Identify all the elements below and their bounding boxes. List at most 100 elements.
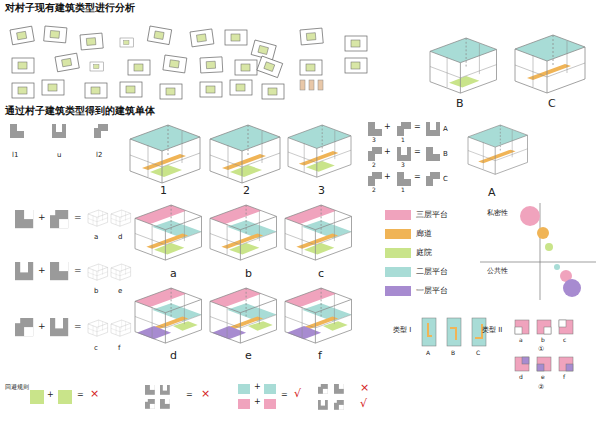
type-two bbox=[515, 320, 573, 371]
building-a-top bbox=[468, 125, 528, 174]
building-3-part bbox=[288, 125, 351, 177]
site-plans-part bbox=[12, 83, 34, 98]
label: l1 bbox=[12, 152, 18, 159]
equations-part bbox=[368, 122, 382, 136]
site-plans-part bbox=[160, 84, 182, 99]
avoid-rules-part bbox=[318, 384, 328, 394]
type-two-part bbox=[559, 357, 573, 371]
equations-part bbox=[426, 122, 440, 136]
legend-text: 二层平台 bbox=[416, 268, 448, 276]
label: 2 bbox=[372, 162, 376, 168]
privacy-chart-part bbox=[537, 227, 549, 239]
label: = bbox=[281, 391, 288, 399]
legend-swatch bbox=[385, 229, 411, 239]
label: + bbox=[254, 398, 261, 406]
site-plans-part bbox=[200, 82, 222, 97]
privacy-chart-part bbox=[554, 264, 560, 270]
label: 1 bbox=[401, 187, 405, 193]
type-two-part bbox=[515, 357, 529, 371]
site-plans-part bbox=[163, 55, 187, 73]
label: e bbox=[541, 374, 545, 380]
label: + bbox=[384, 148, 391, 156]
building-c-part bbox=[515, 35, 585, 61]
privacy-chart bbox=[480, 203, 596, 300]
label: c bbox=[318, 268, 324, 279]
label: b bbox=[94, 288, 98, 295]
label: 公共性 bbox=[487, 268, 508, 275]
label: + bbox=[47, 391, 54, 399]
site-plans-part bbox=[200, 57, 223, 73]
label: 3 bbox=[318, 185, 325, 196]
combination-rows-part bbox=[111, 320, 131, 336]
combination-rows-part bbox=[88, 264, 108, 280]
avoid-rules-part bbox=[145, 385, 155, 395]
combination-rows-part bbox=[88, 320, 108, 336]
avoid-rules-part bbox=[58, 390, 72, 404]
avoid-rules-part bbox=[264, 384, 276, 394]
label: u bbox=[57, 152, 61, 159]
site-plans-part bbox=[230, 80, 252, 95]
label: 1 bbox=[160, 185, 167, 196]
label: B bbox=[443, 151, 448, 158]
label: f bbox=[563, 374, 565, 380]
buildings-abc-part bbox=[210, 205, 277, 260]
label: = bbox=[414, 173, 421, 181]
label: c bbox=[563, 337, 566, 343]
label: A bbox=[488, 187, 496, 198]
equations-part bbox=[397, 122, 411, 136]
type-two-part bbox=[559, 320, 566, 327]
type-two-part bbox=[537, 320, 551, 334]
label: ② bbox=[538, 384, 544, 391]
type-two-part bbox=[522, 357, 529, 364]
legend-swatch bbox=[385, 267, 411, 277]
legend-text: 庭院 bbox=[416, 249, 432, 257]
combination-rows-part bbox=[111, 264, 131, 280]
label: B bbox=[456, 98, 464, 109]
label: 通过村子建筑类型得到的建筑单体 bbox=[5, 106, 155, 116]
site-plans-part bbox=[85, 83, 107, 98]
avoid-rules-part bbox=[334, 400, 344, 410]
buildings-def-part-part bbox=[285, 288, 352, 343]
label: 3 bbox=[401, 162, 405, 168]
avoid-rules-part bbox=[264, 399, 276, 409]
building-c bbox=[515, 35, 585, 93]
building-b-part bbox=[430, 38, 497, 63]
label: e bbox=[118, 288, 122, 295]
site-plans-part bbox=[225, 30, 247, 45]
equations bbox=[368, 122, 440, 186]
label: 类型 II bbox=[482, 327, 502, 334]
site-plans-part bbox=[300, 80, 305, 90]
site-plans-part bbox=[147, 26, 171, 45]
type-one-part bbox=[422, 318, 436, 346]
label: = bbox=[74, 213, 82, 222]
building-3 bbox=[288, 125, 351, 177]
label: = bbox=[186, 391, 193, 399]
building-b bbox=[430, 38, 497, 93]
type-one-part bbox=[428, 323, 432, 336]
legend-text: 三层平台 bbox=[416, 211, 448, 219]
site-plans-part bbox=[120, 38, 133, 47]
label: d bbox=[118, 234, 122, 241]
type-two-part bbox=[515, 327, 522, 334]
avoid-rules-part bbox=[30, 390, 44, 404]
type-two-part bbox=[537, 357, 551, 371]
section-heading: 对村子现有建筑类型进行分析 bbox=[5, 3, 135, 13]
combination-rows bbox=[15, 210, 131, 336]
site-plans-part bbox=[257, 56, 283, 78]
label: + bbox=[38, 213, 46, 222]
buildings-abc-part-part bbox=[210, 205, 277, 260]
combination-rows-part bbox=[50, 262, 68, 280]
combination-rows-part bbox=[50, 318, 68, 336]
buildings-def-part bbox=[210, 288, 277, 343]
label: d bbox=[519, 374, 523, 380]
type-two-part bbox=[559, 320, 573, 334]
label: 3 bbox=[372, 137, 376, 143]
equations-part bbox=[426, 147, 440, 161]
label: 2 bbox=[243, 185, 250, 196]
site-plans bbox=[10, 26, 367, 99]
label: = bbox=[77, 391, 84, 399]
avoid-rules-part bbox=[238, 399, 250, 409]
equations-part bbox=[426, 172, 440, 186]
site-plans-part bbox=[12, 58, 34, 73]
